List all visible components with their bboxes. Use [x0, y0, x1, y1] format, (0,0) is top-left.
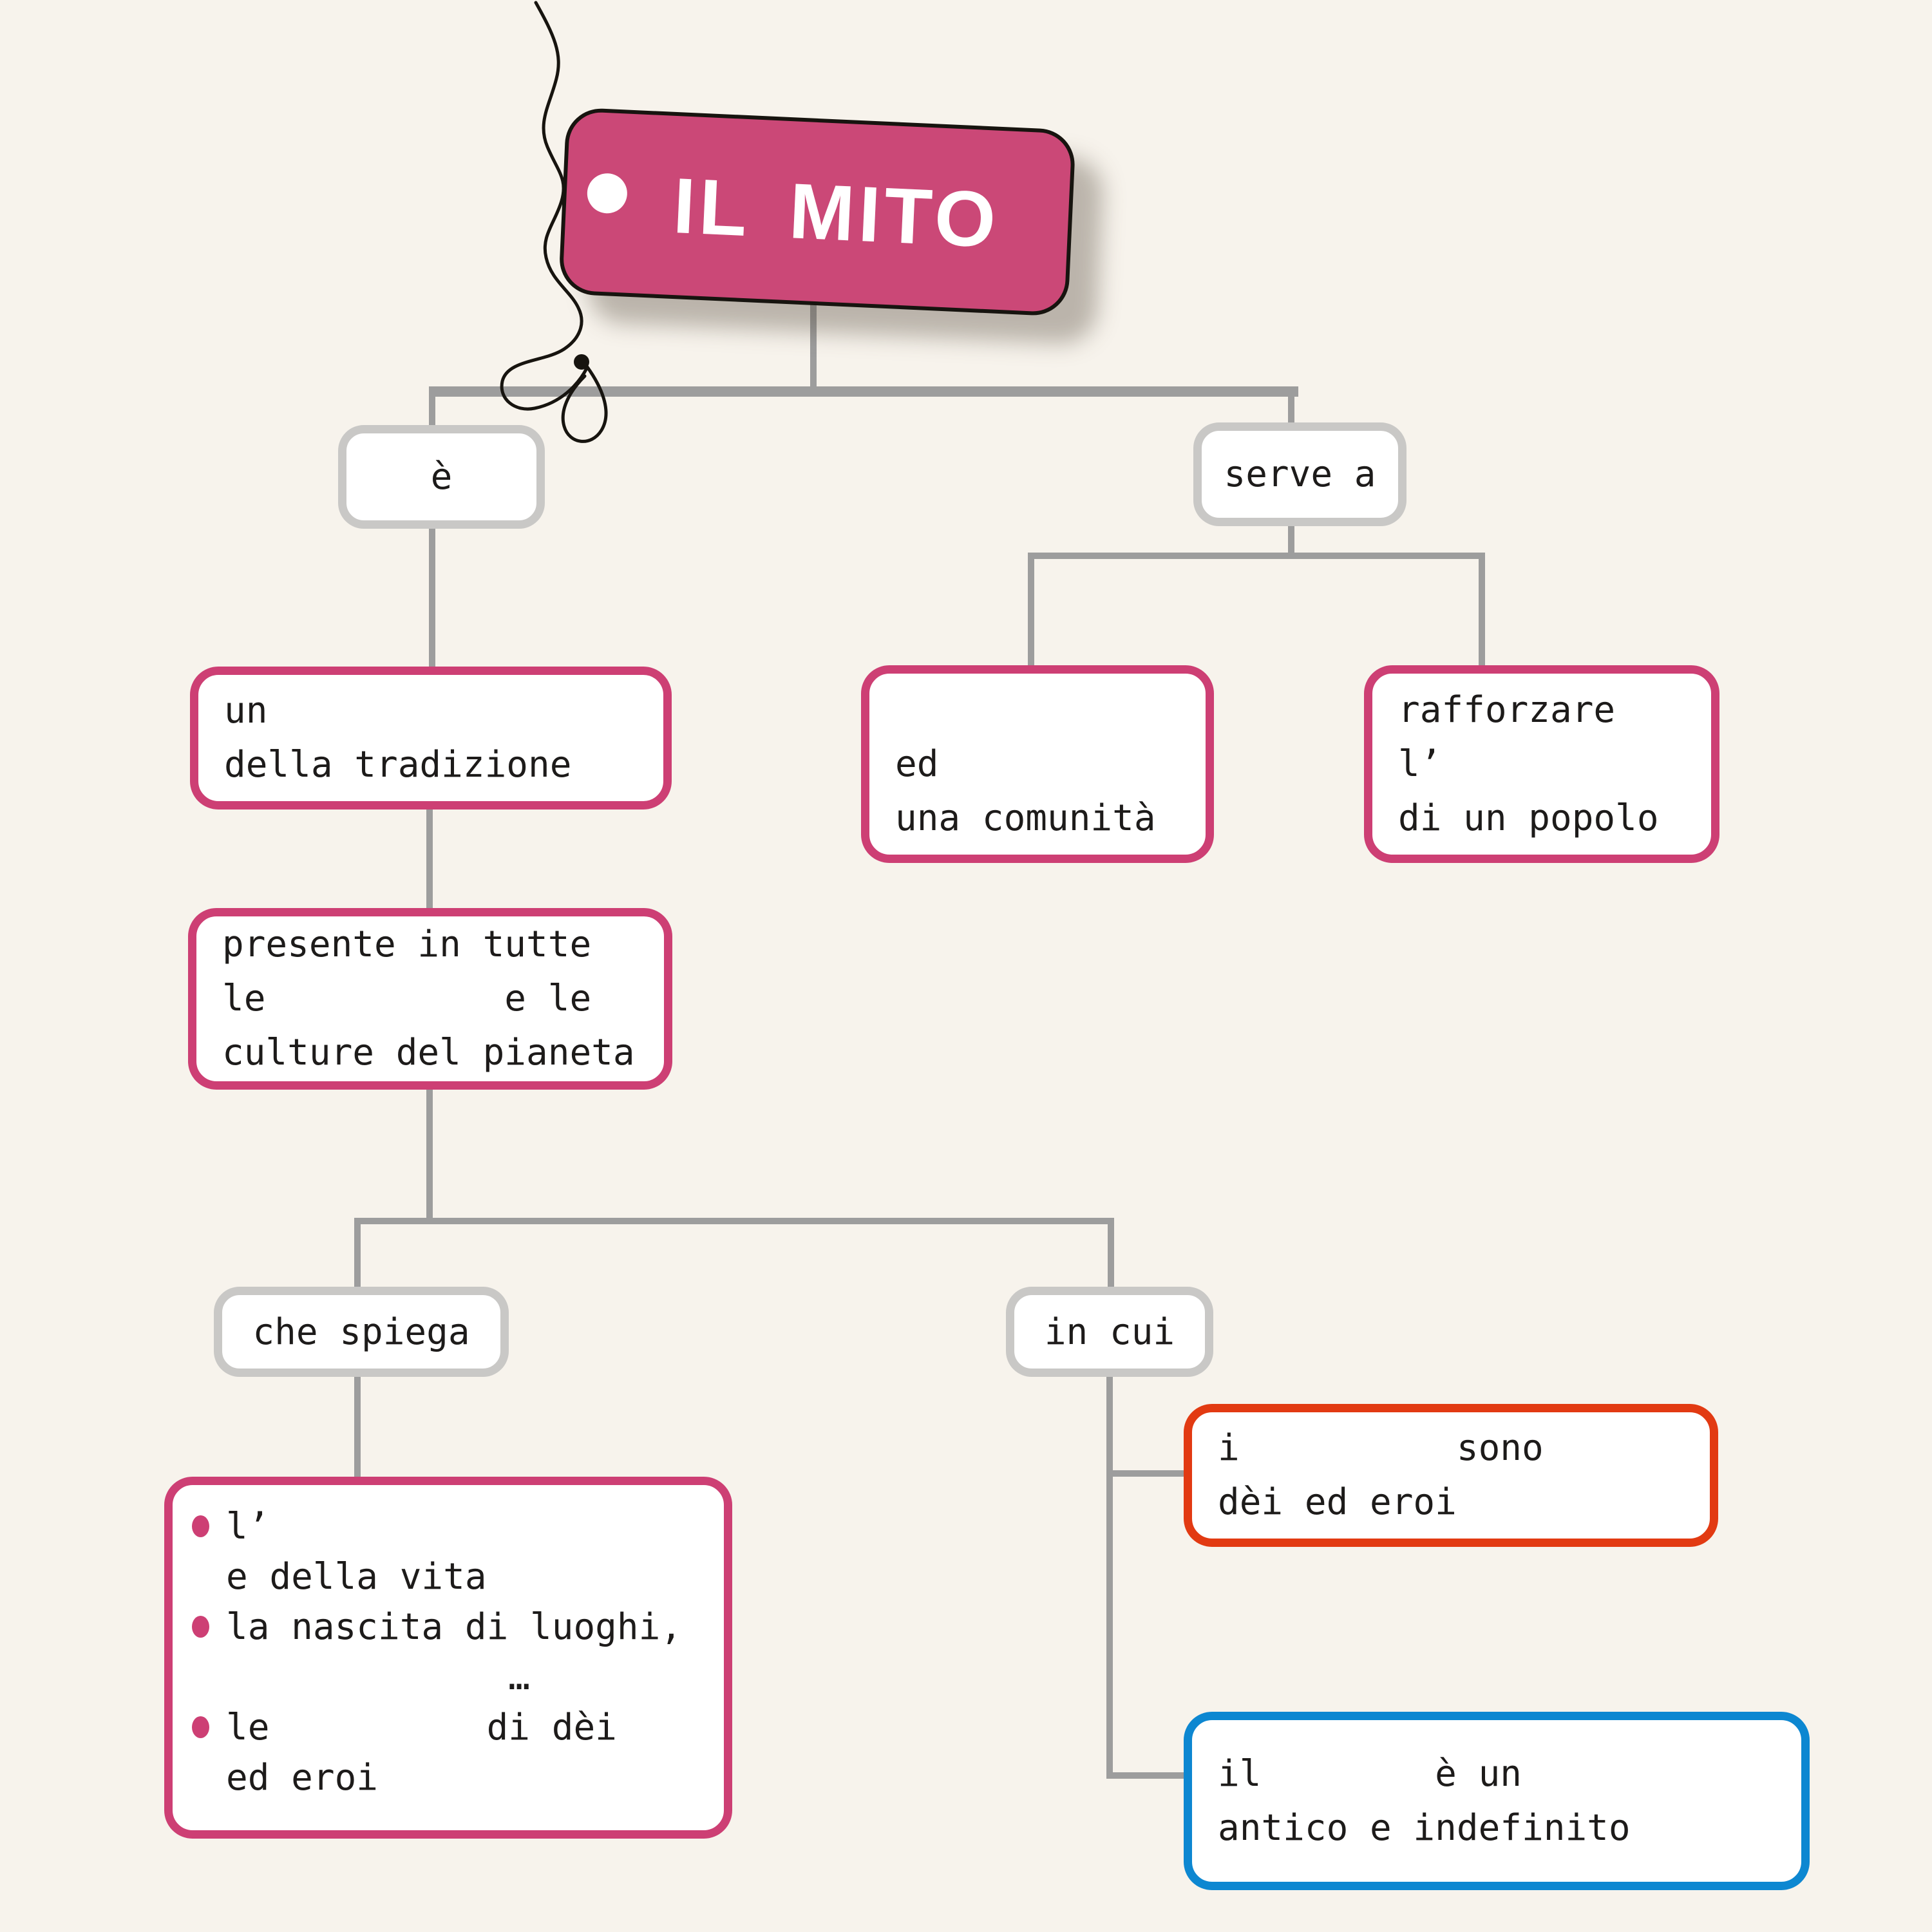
bullet-icon — [192, 1616, 209, 1638]
node-rafforzare-identita-popolo: rafforzare l’ di un popolo — [1364, 665, 1719, 863]
node-e-label: è — [430, 456, 453, 498]
node-tempo-antico-indefinito: il è un antico e indefinito — [1184, 1712, 1810, 1890]
bullet-icon — [192, 1716, 209, 1738]
connector-line — [1479, 553, 1485, 668]
connector-line — [429, 390, 435, 428]
connector-line — [1110, 1772, 1188, 1779]
node-text: ed una comunità — [895, 743, 1156, 839]
connector-line — [1028, 553, 1034, 668]
node-serve-a-label: serve a — [1224, 453, 1376, 495]
node-e: è — [338, 425, 545, 529]
connector-line — [1028, 553, 1485, 559]
list-item-text: la nascita di luoghi, … — [226, 1606, 683, 1698]
node-un-racconto-della-tradizione: un della tradizione — [190, 667, 672, 810]
tag-hole-icon — [586, 172, 629, 214]
node-text: un della tradizione — [224, 690, 572, 786]
list-item: la nascita di luoghi, … — [192, 1602, 714, 1703]
connector-line — [1110, 1470, 1188, 1477]
list-item-text: l’ e della vita — [226, 1506, 487, 1598]
connector-line — [426, 1088, 433, 1221]
connector-line — [810, 287, 817, 391]
node-serve-a: serve a — [1193, 422, 1406, 526]
node-che-spiega-label: che spiega — [252, 1311, 470, 1353]
connector-line — [429, 511, 435, 669]
node-text: rafforzare l’ di un popolo — [1398, 688, 1659, 839]
connector-line — [1108, 1218, 1114, 1289]
page-title: IL MITO — [671, 161, 1002, 264]
node-text: i sono dèi ed eroi — [1218, 1427, 1544, 1523]
connector-line — [354, 1376, 361, 1479]
connector-line — [429, 386, 1298, 397]
node-che-spiega: che spiega — [214, 1287, 509, 1377]
node-in-cui-label: in cui — [1044, 1311, 1175, 1353]
list-item-text: le di dèi ed eroi — [226, 1707, 617, 1799]
node-text: il è un antico e indefinito — [1218, 1752, 1631, 1849]
list-item: le di dèi ed eroi — [192, 1703, 714, 1803]
node-protagonisti-dei-eroi: i sono dèi ed eroi — [1184, 1404, 1718, 1547]
connector-line — [1288, 390, 1294, 425]
list-item: l’ e della vita — [192, 1502, 714, 1602]
node-text: presente in tutte le e le culture del pi… — [222, 923, 635, 1074]
connector-line — [354, 1218, 1114, 1224]
connector-line — [1106, 1376, 1113, 1779]
node-ed-una-comunita: ed una comunità — [861, 665, 1214, 863]
connector-line — [354, 1218, 361, 1289]
title-tag: IL MITO — [558, 107, 1077, 317]
node-presente-in-culture: presente in tutte le e le culture del pi… — [188, 908, 672, 1090]
node-in-cui: in cui — [1006, 1287, 1213, 1377]
bullet-icon — [192, 1515, 209, 1537]
connector-line — [426, 808, 433, 910]
connector-line — [1288, 508, 1294, 557]
node-spiega-list: l’ e della vita la nascita di luoghi, … … — [164, 1477, 732, 1839]
